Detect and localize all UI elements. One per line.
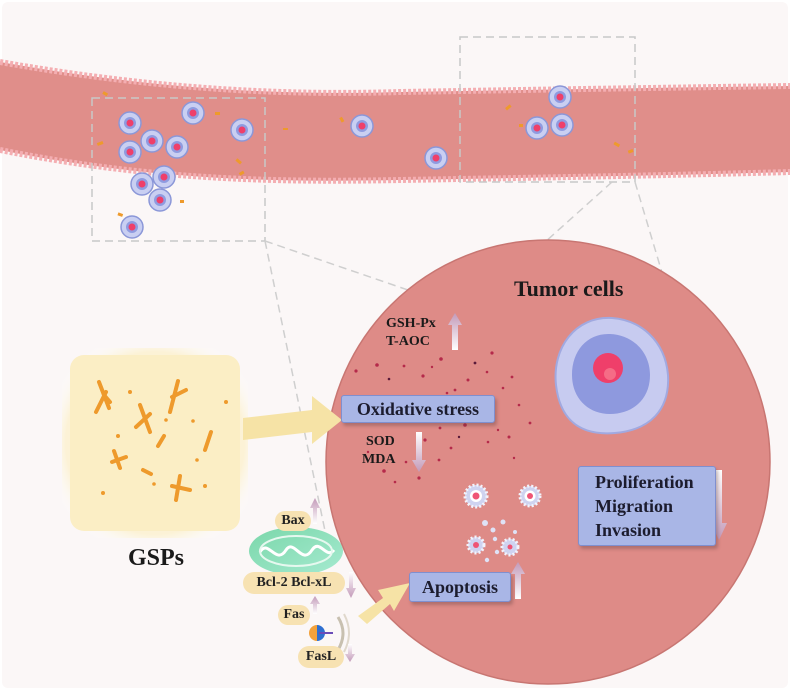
invasion-label: Invasion [595, 520, 662, 540]
proliferation-migration-invasion-box: Proliferation Migration Invasion [578, 466, 716, 546]
fasl-pill: FasL [298, 646, 344, 668]
gsp-fibers-icon [94, 379, 213, 502]
apoptotic-cells [463, 483, 542, 563]
proliferation-label: Proliferation [595, 472, 694, 492]
oxidative-stress-box: Oxidative stress [341, 395, 495, 423]
bcl2-down-arrow-icon [346, 572, 356, 598]
sod-down-arrow-icon [412, 432, 426, 472]
gsh-up-arrow-icon [448, 313, 462, 350]
sod-label: SOD [366, 434, 395, 449]
fas-pill: Fas [278, 605, 310, 625]
large-tumor-cell [554, 316, 670, 435]
gsps-panel [62, 348, 248, 538]
zoom-box-right [459, 36, 636, 183]
mda-label: MDA [362, 452, 396, 467]
bax-pill: Bax [275, 511, 311, 531]
fas-up-arrow-icon [310, 596, 320, 614]
gsps-arrow [243, 396, 342, 444]
indicator-arrows [310, 313, 727, 662]
apoptosis-arrow [358, 583, 410, 624]
apoptosis-up-arrow-icon [511, 562, 525, 599]
zoom-box-left [91, 97, 266, 242]
t-aoc-label: T-AOC [386, 334, 430, 349]
gsh-px-label: GSH-Px [386, 316, 436, 331]
bcl2-bclxl-pill: Bcl-2 Bcl-xL [243, 572, 345, 594]
bax-up-arrow-icon [310, 498, 320, 524]
proliferation-down-arrow-icon [711, 470, 727, 540]
migration-label: Migration [595, 496, 673, 516]
mitochondrion-icon [249, 527, 343, 575]
tumor-cells-title: Tumor cells [514, 276, 624, 301]
gsps-label: GSPs [128, 545, 185, 571]
fasl-down-arrow-icon [345, 644, 355, 662]
ros-dots [354, 351, 532, 484]
vessel-gsp-particles [96, 91, 634, 217]
blood-vessel [0, 59, 790, 184]
apoptosis-box: Apoptosis [409, 572, 511, 602]
